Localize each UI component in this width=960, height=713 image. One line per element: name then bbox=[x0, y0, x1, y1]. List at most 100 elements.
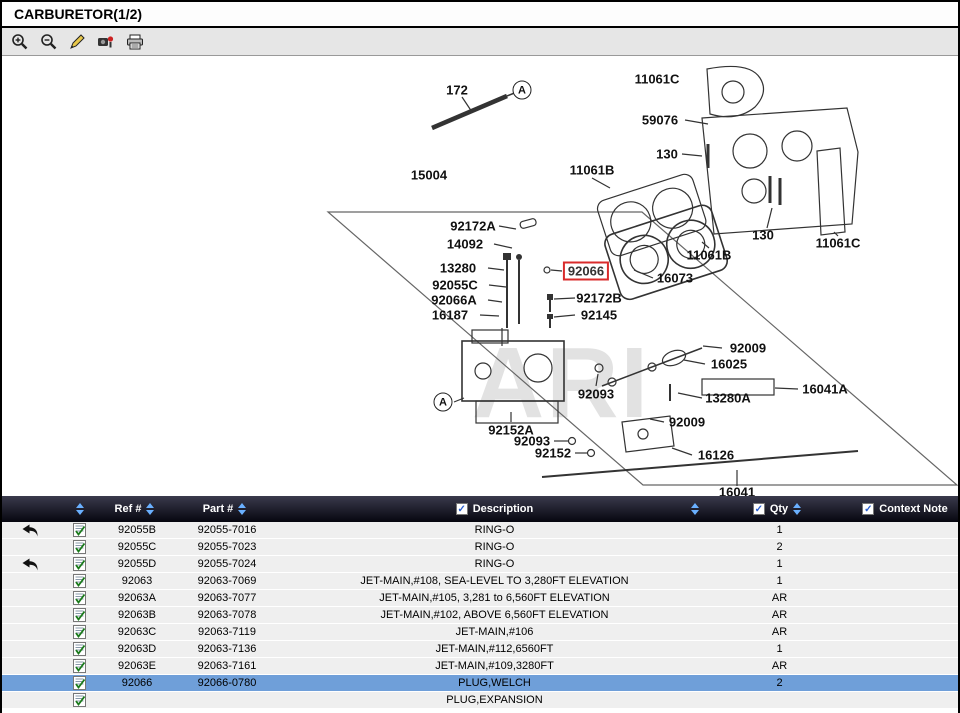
diagram-part-label-highlighted[interactable]: 92066 bbox=[562, 261, 610, 281]
row-description: RING-O bbox=[474, 558, 515, 570]
diagram-part-label[interactable]: 92066A bbox=[431, 292, 477, 308]
row-note-toggle[interactable] bbox=[57, 573, 102, 589]
row-history-cell[interactable] bbox=[2, 556, 57, 572]
diagram-part-label[interactable]: 92172B bbox=[576, 290, 622, 306]
header-part[interactable]: Part # bbox=[172, 496, 282, 522]
diagram-view-marker[interactable]: A bbox=[433, 392, 453, 412]
diagram-view-marker[interactable]: A bbox=[512, 80, 532, 100]
zoom-in-button[interactable] bbox=[8, 31, 30, 53]
diagram-part-label[interactable]: 16041A bbox=[802, 381, 848, 397]
row-note-toggle[interactable] bbox=[57, 556, 102, 572]
row-quantity: 1 bbox=[776, 524, 783, 536]
zoom-in-icon bbox=[11, 34, 27, 50]
diagram-part-label[interactable]: 130 bbox=[752, 227, 774, 243]
diagram-part-label[interactable]: 11061B bbox=[686, 247, 732, 263]
row-note-toggle[interactable] bbox=[57, 641, 102, 657]
diagram-part-label[interactable]: 92152A bbox=[488, 422, 534, 438]
diagram-part-label[interactable]: 16187 bbox=[431, 307, 469, 323]
sort-icon[interactable] bbox=[793, 503, 802, 515]
description-column-checkbox[interactable]: ✓ bbox=[455, 503, 468, 515]
watermark: ARI bbox=[472, 327, 651, 439]
sort-icon[interactable] bbox=[691, 503, 699, 515]
header-context-note[interactable]: ✓ Context Note bbox=[852, 496, 958, 522]
note-check-icon bbox=[73, 608, 86, 622]
toolbar bbox=[2, 28, 958, 56]
parts-diagram: ARI bbox=[2, 56, 958, 496]
find-part-button[interactable] bbox=[95, 31, 117, 53]
print-icon bbox=[127, 34, 143, 49]
row-history-cell bbox=[2, 573, 57, 589]
diagram-part-label[interactable]: 130 bbox=[656, 146, 678, 162]
header-qty[interactable]: ✓ Qty bbox=[707, 496, 852, 522]
diagram-part-label[interactable]: 15004 bbox=[410, 167, 448, 183]
zoom-out-icon bbox=[40, 34, 56, 50]
note-check-icon bbox=[73, 574, 86, 588]
diagram-part-label[interactable]: 13280 bbox=[439, 260, 477, 276]
row-note-toggle[interactable] bbox=[57, 590, 102, 606]
qty-column-checkbox[interactable]: ✓ bbox=[752, 503, 765, 515]
sort-icon[interactable] bbox=[146, 503, 155, 515]
header-description[interactable]: ✓ Description bbox=[282, 496, 707, 522]
diagram-part-label[interactable]: 92009 bbox=[668, 414, 706, 430]
page-title: CARBURETOR(1/2) bbox=[14, 6, 143, 22]
row-history-cell[interactable] bbox=[2, 522, 57, 538]
diagram-part-label[interactable]: 16025 bbox=[710, 356, 748, 372]
edit-tool-button[interactable] bbox=[66, 31, 88, 53]
diagram-part-label[interactable]: 92152 bbox=[534, 445, 572, 461]
row-ref-number: 92055C bbox=[117, 541, 157, 553]
diagram-part-label[interactable]: 172 bbox=[446, 82, 468, 98]
diagram-part-label[interactable]: 13280A bbox=[705, 390, 751, 406]
row-note-toggle[interactable] bbox=[57, 607, 102, 623]
diagram-part-label[interactable]: 16126 bbox=[697, 447, 735, 463]
header-ref-label: Ref # bbox=[114, 503, 142, 515]
zoom-out-button[interactable] bbox=[37, 31, 59, 53]
row-note-toggle[interactable] bbox=[57, 522, 102, 538]
row-quantity: 1 bbox=[776, 558, 783, 570]
row-note-toggle[interactable] bbox=[57, 658, 102, 674]
diagram-part-label[interactable]: 11061C bbox=[634, 71, 680, 87]
diagram-part-label[interactable]: 59076 bbox=[641, 112, 679, 128]
sort-icon[interactable] bbox=[75, 503, 84, 515]
diagram-part-label[interactable]: 16073 bbox=[656, 270, 694, 286]
row-history-cell bbox=[2, 641, 57, 657]
row-part-number: 92063-7078 bbox=[197, 609, 257, 621]
diagram-part-label[interactable]: 16041 bbox=[718, 484, 756, 497]
row-note-toggle[interactable] bbox=[57, 692, 102, 708]
print-button[interactable] bbox=[124, 31, 146, 53]
row-ref-number: 92063C bbox=[117, 626, 157, 638]
row-context-note bbox=[852, 641, 958, 657]
row-part-number: 92055-7016 bbox=[197, 524, 257, 536]
row-history-cell bbox=[2, 692, 57, 708]
sort-icon[interactable] bbox=[238, 503, 247, 515]
row-note-toggle[interactable] bbox=[57, 539, 102, 555]
diagram-part-label[interactable]: 92093 bbox=[513, 433, 551, 449]
row-part-number: 92055-7023 bbox=[197, 541, 257, 553]
diagram-part-label[interactable]: 14092 bbox=[446, 236, 484, 252]
header-ref[interactable]: Ref # bbox=[102, 496, 172, 522]
diagram-part-label[interactable]: 11061B bbox=[569, 162, 615, 178]
row-note-toggle[interactable] bbox=[57, 624, 102, 640]
diagram-part-label[interactable]: 92172A bbox=[450, 218, 496, 234]
table-row[interactable]: PLUG,EXPANSION bbox=[2, 692, 958, 709]
diagram-part-label[interactable]: 92093 bbox=[577, 386, 615, 402]
row-note-toggle[interactable] bbox=[57, 675, 102, 691]
row-ref-number: 92055B bbox=[118, 524, 156, 536]
header-context-note-label: Context Note bbox=[879, 503, 948, 515]
diagram-part-label[interactable]: 11061C bbox=[815, 235, 861, 251]
row-quantity bbox=[707, 692, 852, 708]
diagram-part-label[interactable]: 92009 bbox=[729, 340, 767, 356]
diagram-part-label[interactable]: 92055C bbox=[432, 277, 478, 293]
diagram-part-label[interactable]: 92145 bbox=[580, 307, 618, 323]
note-check-icon bbox=[73, 625, 86, 639]
context-note-column-checkbox[interactable]: ✓ bbox=[862, 503, 875, 515]
